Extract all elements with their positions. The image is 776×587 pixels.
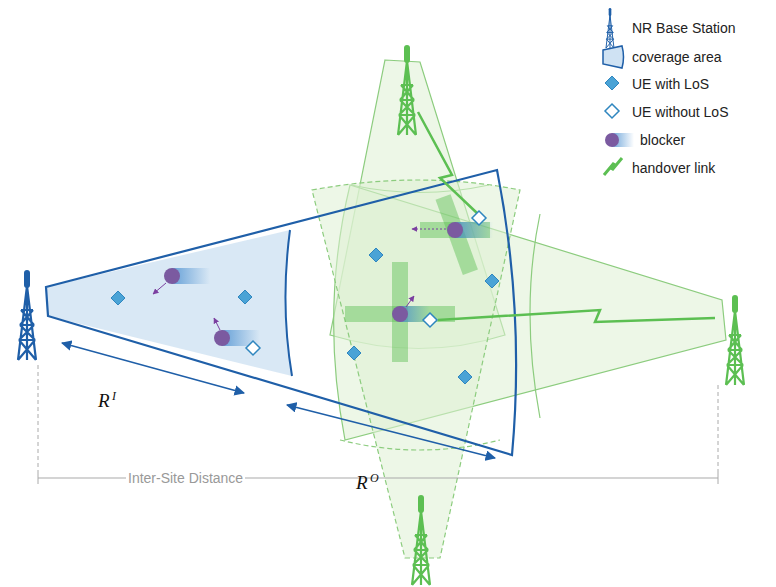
dimension-label: R [98,393,110,409]
legend-text: NR Base Station [632,20,736,36]
dimension-label: R [356,475,368,491]
serving-coverage [46,170,516,455]
neighbor-coverage [312,60,726,558]
ue-los [111,248,499,384]
legend-text: UE with LoS [632,76,709,92]
legend-text: coverage area [632,49,722,65]
handover-link [418,112,715,322]
blocker [153,222,493,346]
dimension-label: I [112,388,116,404]
dimension [38,343,718,484]
dimension-label: O [370,470,379,486]
legend-text: handover link [632,160,715,176]
blockage-shadow [345,194,490,362]
legend-text: UE without LoS [632,104,729,120]
ue-nlos [246,211,486,355]
legend-icons [603,8,634,175]
base-station [18,45,744,585]
legend-text: blocker [640,132,685,148]
dimension-label: Inter-Site Distance [126,470,245,486]
